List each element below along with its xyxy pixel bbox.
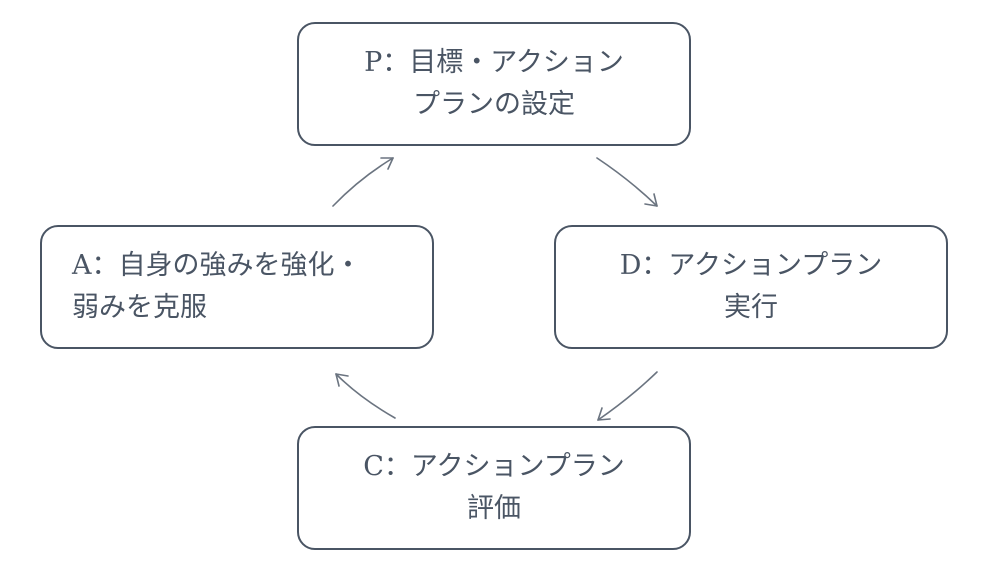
act-title: A：自身の強みを強化・ xyxy=(72,250,362,281)
do-box: D：アクションプラン 実行 xyxy=(554,225,948,349)
arrow-a-to-p xyxy=(332,157,394,207)
act-box: A：自身の強みを強化・ 弱みを克服 xyxy=(40,225,434,349)
check-title: C：アクションプラン xyxy=(363,451,625,482)
plan-subtitle: プランの設定 xyxy=(413,89,575,120)
plan-box: P：目標・アクション プランの設定 xyxy=(297,22,691,146)
arrow-d-to-c xyxy=(597,371,658,421)
do-subtitle: 実行 xyxy=(724,292,778,323)
arrow-c-to-a xyxy=(335,373,396,419)
check-subtitle: 評価 xyxy=(467,493,521,524)
act-subtitle: 弱みを克服 xyxy=(72,292,207,323)
do-title: D：アクションプラン xyxy=(619,250,883,281)
check-box: C：アクションプラン 評価 xyxy=(297,426,691,550)
arrow-p-to-d xyxy=(596,157,658,207)
plan-title: P：目標・アクション xyxy=(364,47,624,78)
